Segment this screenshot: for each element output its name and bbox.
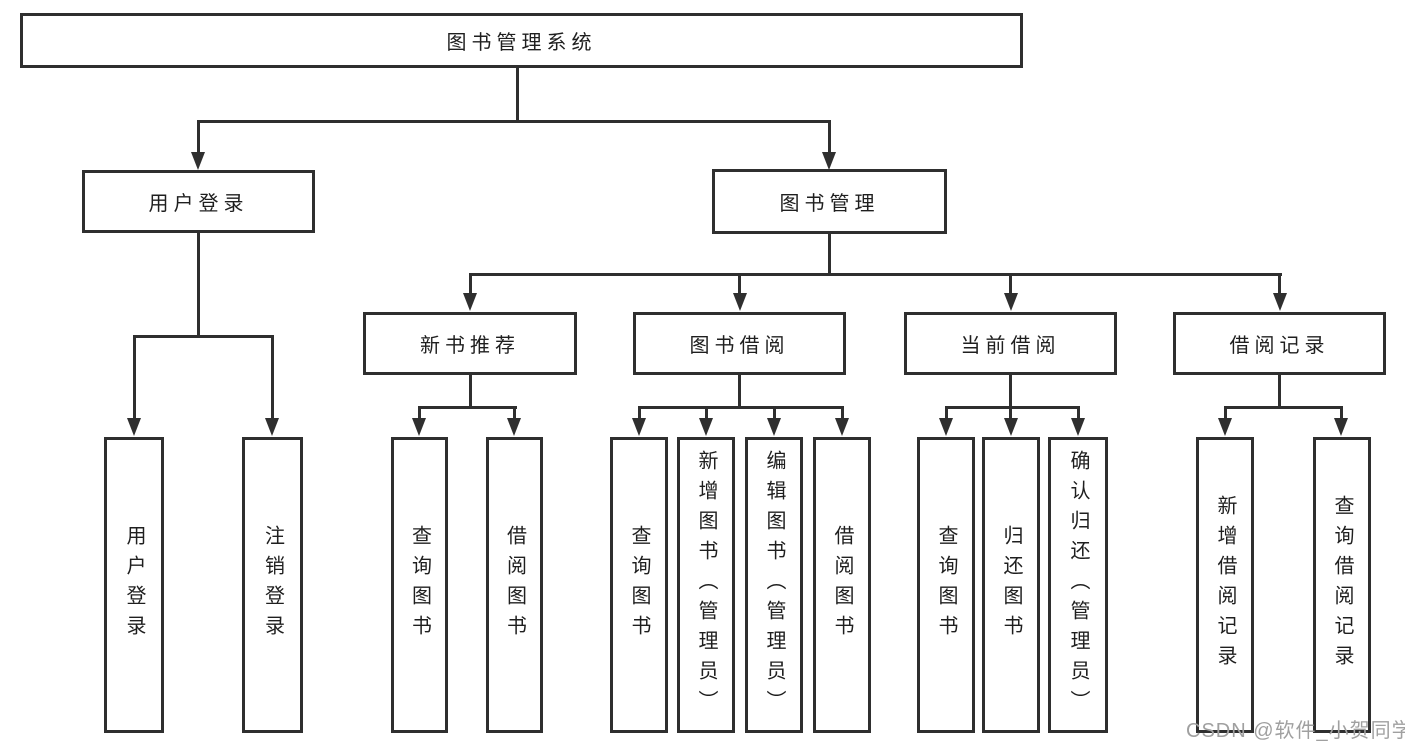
leaf-borrow-borrow-books: 借阅图书: [813, 437, 871, 733]
arrow-down-icon: [1004, 418, 1018, 436]
connector-book-mgmt-stem: [828, 234, 831, 275]
leaf-label: 查询图书: [408, 525, 431, 645]
node-book-management: 图书管理: [712, 169, 947, 234]
connector-to-leaf: [513, 406, 516, 420]
leaf-records-add-record: 新增借阅记录: [1196, 437, 1254, 733]
leaf-logout: 注销登录: [242, 437, 303, 733]
leaf-borrow-query-books: 查询图书: [610, 437, 668, 733]
arrow-down-icon: [822, 152, 836, 170]
leaf-label: 确认归还（管理员）: [1067, 450, 1089, 720]
connector-to-book-borrow: [738, 273, 741, 295]
leaf-label: 查询借阅记录: [1331, 495, 1353, 675]
connector-to-borrow-records: [1278, 273, 1281, 295]
node-new-book-recommend: 新书推荐: [363, 312, 577, 375]
node-book-borrow: 图书借阅: [633, 312, 846, 375]
node-root: 图书管理系统: [20, 13, 1023, 68]
connector-to-leaf: [1224, 406, 1227, 420]
connector-book-borrow-hline: [638, 406, 844, 409]
connector-current-borrow-hline: [945, 406, 1080, 409]
arrow-down-icon: [699, 418, 713, 436]
connector-new-book-hline: [418, 406, 517, 409]
connector-to-leaf: [1340, 406, 1343, 420]
arrow-down-icon: [1334, 418, 1348, 436]
arrow-down-icon: [127, 418, 141, 436]
connector-borrow-records-hline: [1224, 406, 1343, 409]
leaf-label: 新增借阅记录: [1214, 495, 1236, 675]
arrow-down-icon: [412, 418, 426, 436]
connector-to-book-mgmt: [828, 120, 831, 154]
connector-to-leaf: [638, 406, 641, 420]
connector-to-leaf: [271, 335, 274, 420]
leaf-current-confirm-return-admin: 确认归还（管理员）: [1048, 437, 1108, 733]
leaf-newbook-query-books: 查询图书: [391, 437, 448, 733]
connector-current-borrow-stem: [1009, 375, 1012, 408]
arrow-down-icon: [507, 418, 521, 436]
leaf-records-query-record: 查询借阅记录: [1313, 437, 1371, 733]
leaf-label: 查询图书: [935, 525, 957, 645]
leaf-label: 借阅图书: [503, 525, 526, 645]
leaf-label: 归还图书: [1000, 525, 1022, 645]
connector-to-leaf: [133, 335, 136, 420]
connector-to-leaf: [945, 406, 948, 420]
connector-root-stem: [516, 68, 519, 122]
arrow-down-icon: [835, 418, 849, 436]
leaf-label: 新增图书（管理员）: [695, 450, 717, 720]
arrow-down-icon: [767, 418, 781, 436]
arrow-down-icon: [1004, 293, 1018, 311]
connector-user-login-stem: [197, 233, 200, 337]
arrow-down-icon: [1273, 293, 1287, 311]
leaf-label: 编辑图书（管理员）: [763, 450, 785, 720]
node-user-login: 用户登录: [82, 170, 315, 233]
leaf-label: 借阅图书: [831, 525, 853, 645]
arrow-down-icon: [265, 418, 279, 436]
node-current-borrow: 当前借阅: [904, 312, 1117, 375]
connector-book-borrow-stem: [738, 375, 741, 408]
arrow-down-icon: [939, 418, 953, 436]
leaf-label: 用户登录: [123, 525, 145, 645]
arrow-down-icon: [1071, 418, 1085, 436]
node-borrow-records: 借阅记录: [1173, 312, 1386, 375]
arrow-down-icon: [191, 152, 205, 170]
leaf-borrow-edit-books-admin: 编辑图书（管理员）: [745, 437, 803, 733]
connector-to-current-borrow: [1009, 273, 1012, 295]
leaf-borrow-add-books-admin: 新增图书（管理员）: [677, 437, 735, 733]
connector-to-user-login: [197, 120, 200, 154]
arrow-down-icon: [733, 293, 747, 311]
leaf-current-return-books: 归还图书: [982, 437, 1040, 733]
connector-book-mgmt-hline: [469, 273, 1282, 276]
connector-to-new-book: [469, 273, 472, 295]
leaf-label: 查询图书: [628, 525, 650, 645]
connector-borrow-records-stem: [1278, 375, 1281, 408]
connector-new-book-stem: [469, 375, 472, 408]
connector-user-login-hline: [133, 335, 274, 338]
watermark: CSDN @软件_小贺同学: [1186, 720, 1405, 742]
connector-to-leaf: [1009, 406, 1012, 420]
arrow-down-icon: [1218, 418, 1232, 436]
arrow-down-icon: [463, 293, 477, 311]
leaf-current-query-books: 查询图书: [917, 437, 975, 733]
leaf-newbook-borrow-books: 借阅图书: [486, 437, 543, 733]
connector-to-leaf: [773, 406, 776, 420]
leaf-label: 注销登录: [261, 525, 284, 645]
leaf-user-login: 用户登录: [104, 437, 164, 733]
connector-root-hline: [197, 120, 831, 123]
arrow-down-icon: [632, 418, 646, 436]
connector-to-leaf: [841, 406, 844, 420]
connector-to-leaf: [1077, 406, 1080, 420]
connector-to-leaf: [705, 406, 708, 420]
connector-to-leaf: [418, 406, 421, 420]
